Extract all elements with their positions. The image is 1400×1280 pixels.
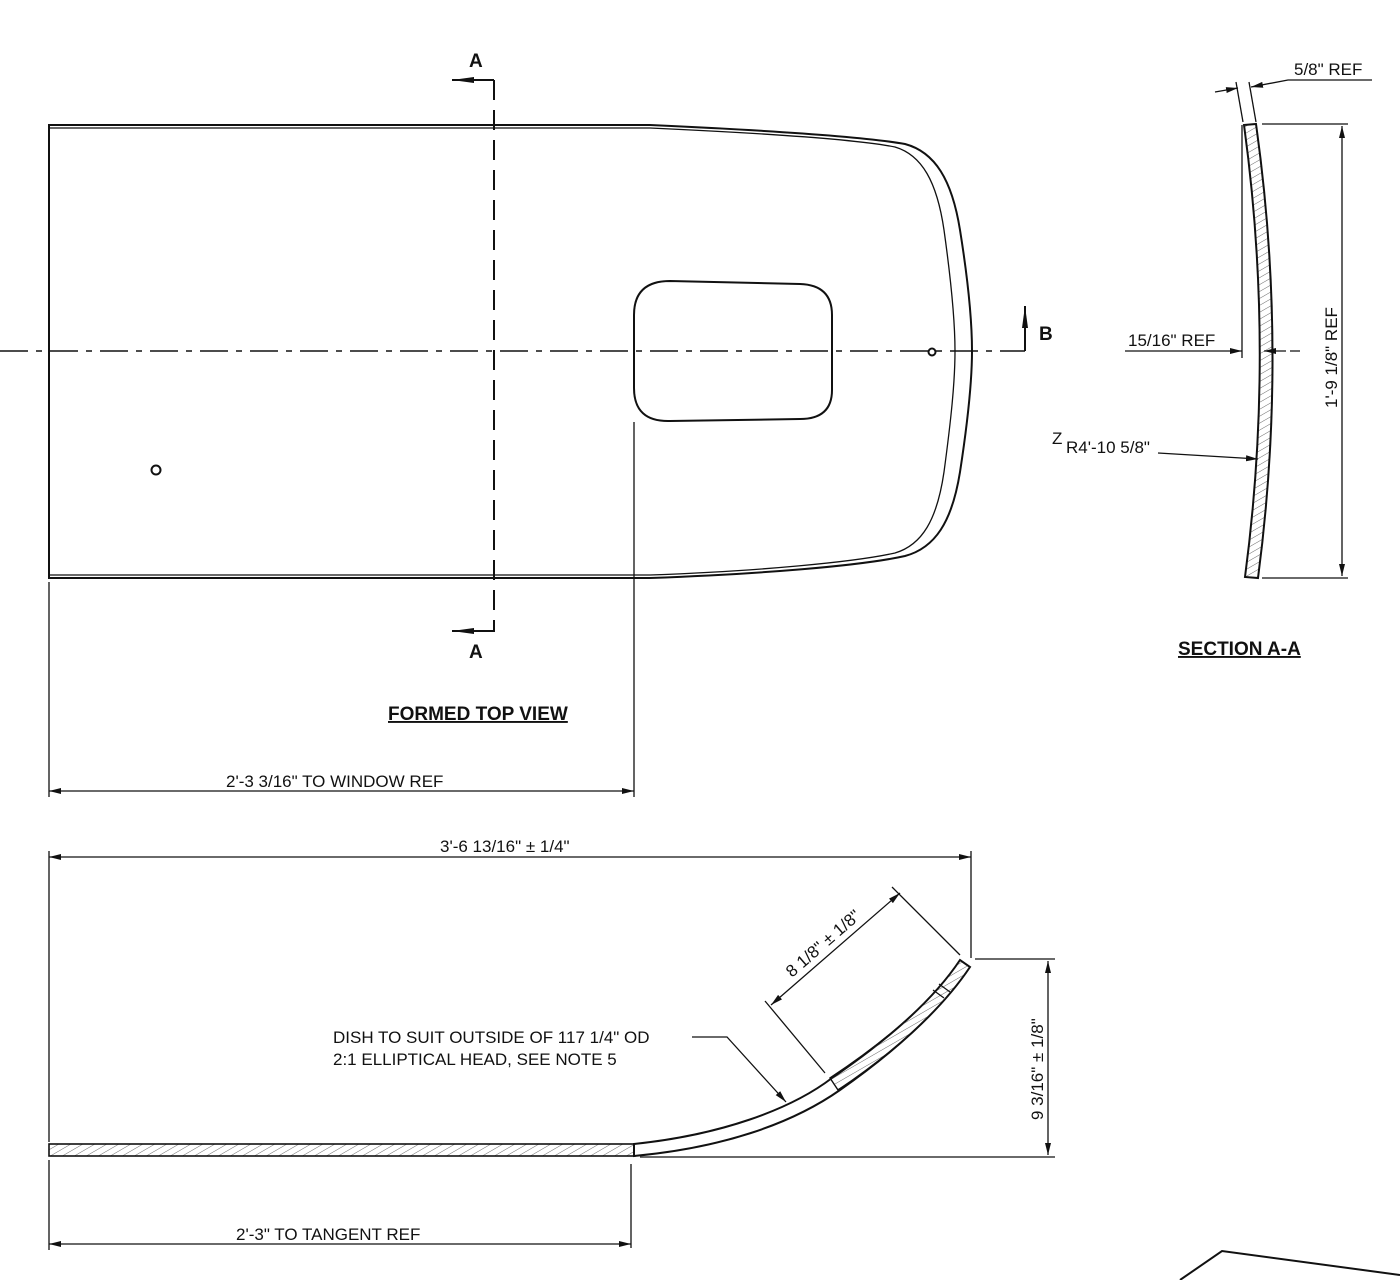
hole-marker <box>150 464 162 476</box>
thickness-label: 5/8" REF <box>1294 60 1362 79</box>
section-label-a-top: A <box>469 51 483 72</box>
extension-line <box>1248 81 1257 123</box>
radius-label: R4'-10 5/8" <box>1066 438 1150 457</box>
arc-length-label: 8 1/8" ± 1/8" <box>782 906 864 981</box>
overall-length-label: 3'-6 13/16" ± 1/4" <box>440 837 570 856</box>
extension-line <box>891 886 961 956</box>
section-title: SECTION A-A <box>1178 639 1301 660</box>
thickness-arrow <box>1214 87 1239 94</box>
section-break <box>938 983 951 993</box>
dish-note-line1: DISH TO SUIT OUTSIDE OF 117 1/4" OD <box>333 1028 650 1047</box>
tangent-label: 2'-3" TO TANGENT REF <box>236 1225 420 1244</box>
hole-marker-b <box>927 347 937 357</box>
extension-line <box>764 1000 826 1074</box>
radius-prefix: Z <box>1052 429 1062 448</box>
flat-section <box>48 1143 635 1157</box>
top-view-title: FORMED TOP VIEW <box>388 704 568 725</box>
formed-top-view: A A B FORMED TOP VIEW 2'-3 3/16" TO WIND… <box>0 51 1053 797</box>
window-cutout <box>633 279 833 423</box>
section-label-a-bottom: A <box>469 642 483 663</box>
dished-section <box>633 958 972 1158</box>
radius-leader <box>1157 452 1259 462</box>
dish-note-line2: 2:1 ELLIPTICAL HEAD, SEE NOTE 5 <box>333 1050 617 1069</box>
thickness-leader <box>1250 79 1372 88</box>
section-break <box>932 989 945 999</box>
dimension-to-window-label: 2'-3 3/16" TO WINDOW REF <box>226 772 443 791</box>
section-label-b: B <box>1039 324 1053 345</box>
arc-length-dimension <box>770 892 901 1006</box>
height-label: 9 3/16" ± 1/8" <box>1028 1018 1047 1120</box>
section-height-label: 1'-9 1/8" REF <box>1322 307 1341 408</box>
offset-label: 15/16" REF <box>1128 331 1215 350</box>
dished-section-hatched <box>829 959 971 1091</box>
section-profile <box>1242 122 1274 580</box>
side-view: 3'-6 13/16" ± 1/4" 8 1/8" ± 1/8" 9 3/16"… <box>48 837 1055 1250</box>
section-a-a: 5/8" REF 15/16" REF 1'-9 1/8" REF Z R4'-… <box>1052 60 1372 660</box>
partial-view-outline <box>1179 1249 1400 1280</box>
dish-note-leader <box>692 1036 787 1103</box>
